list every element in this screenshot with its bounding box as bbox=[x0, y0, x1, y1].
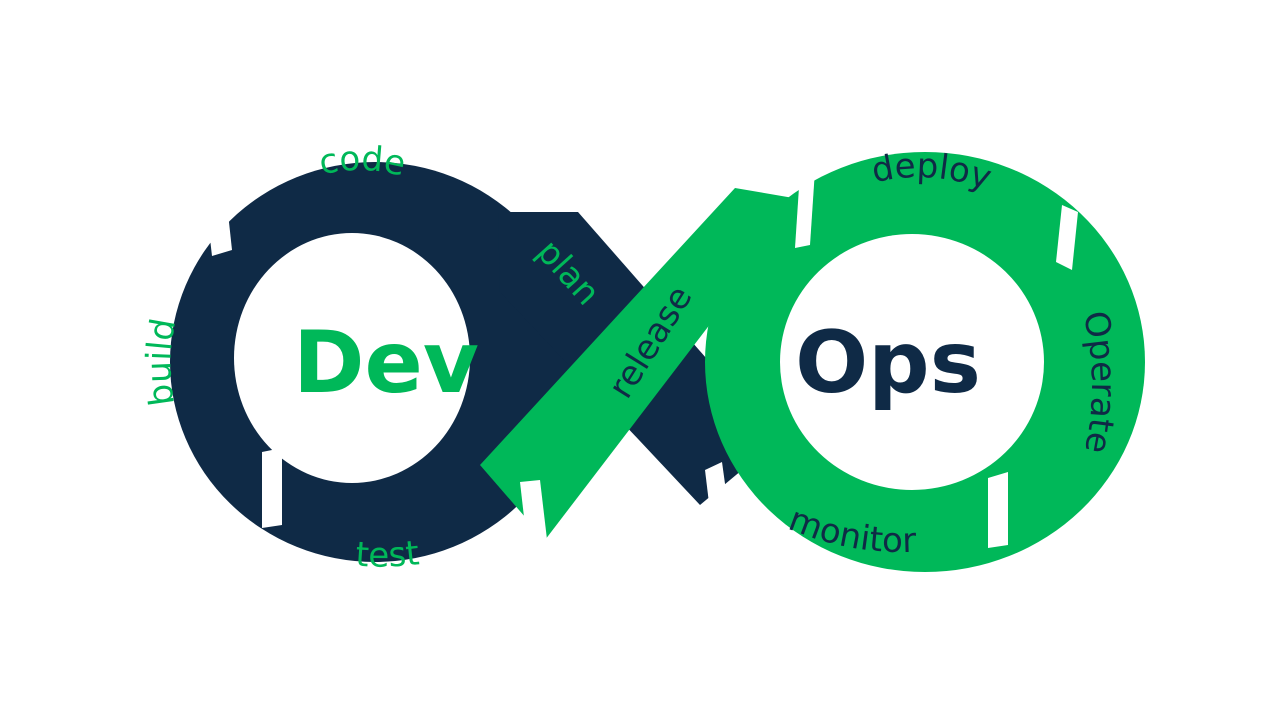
separator-code-build bbox=[205, 185, 232, 256]
separator-operate-monitor bbox=[988, 472, 1008, 548]
release-band bbox=[480, 188, 805, 540]
ops-hole bbox=[780, 234, 1044, 490]
stage-build-label: build bbox=[139, 315, 184, 408]
stage-test-label: test bbox=[354, 533, 421, 575]
separator-build-test bbox=[262, 448, 282, 528]
ops-hub-label: Ops bbox=[795, 313, 981, 413]
separator-deploy-operate bbox=[1056, 205, 1078, 270]
separator-test-release bbox=[520, 480, 548, 552]
segment-separators bbox=[205, 170, 1078, 552]
separator-deploy-release bbox=[795, 170, 815, 248]
stage-code-label: code bbox=[316, 139, 410, 185]
separator-monitor-plan bbox=[705, 462, 730, 528]
dev-hub-label: Dev bbox=[293, 313, 479, 413]
dev-hole bbox=[234, 233, 470, 483]
